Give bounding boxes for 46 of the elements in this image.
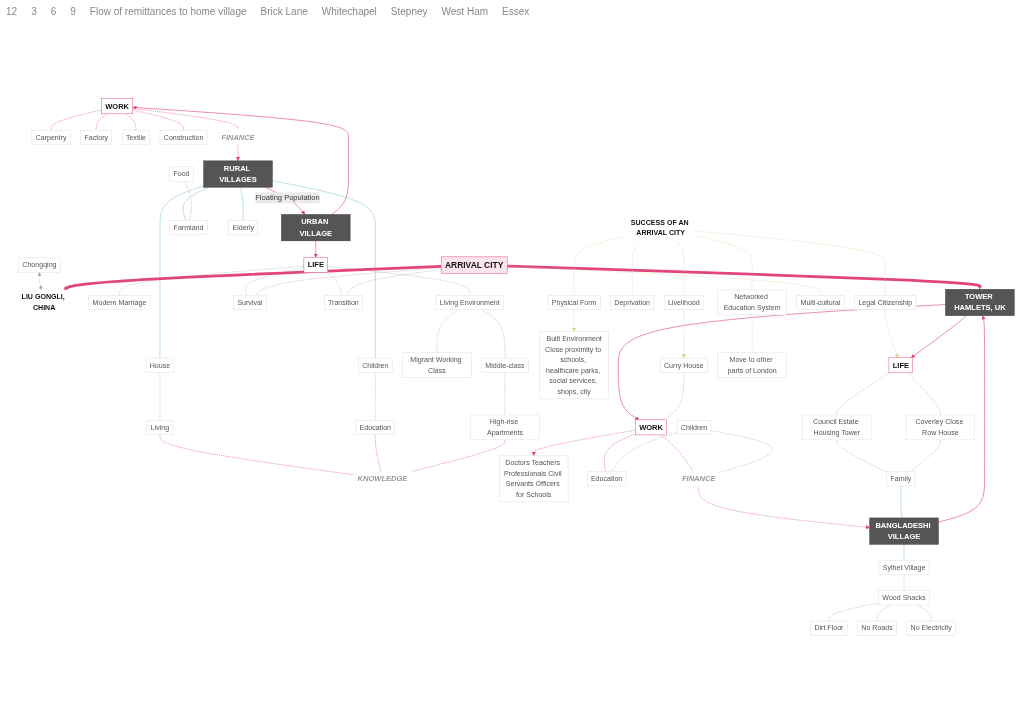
note-label: 9: [70, 6, 76, 17]
note-label: 12: [6, 6, 18, 17]
connector: [255, 267, 442, 296]
connector: [326, 272, 343, 296]
arrow: [37, 272, 43, 291]
connector: [240, 186, 244, 221]
connector: [327, 265, 470, 296]
connector: [694, 230, 886, 296]
connector: [245, 267, 305, 296]
connector: [184, 180, 192, 221]
connector: [828, 602, 879, 622]
connector: [631, 239, 645, 296]
arrow: [507, 264, 982, 290]
connector: [611, 432, 678, 472]
note-label: Essex: [502, 6, 530, 17]
connector: [436, 309, 459, 354]
note-label: 3: [31, 6, 37, 17]
note-label: Brick Lane: [260, 6, 308, 17]
note-label: Flow of remittances to home village: [89, 6, 247, 17]
connector: [159, 434, 355, 476]
connector: [481, 309, 506, 359]
connector: [119, 265, 305, 296]
note-label: Whitechapel: [321, 6, 377, 17]
connector: [900, 485, 903, 519]
connector: [132, 109, 184, 131]
connector: [907, 372, 941, 416]
connector: [694, 235, 753, 291]
connector: [50, 109, 102, 131]
connector: [903, 543, 905, 561]
connector: [604, 433, 636, 472]
note-label: 6: [50, 6, 57, 17]
connector: [674, 239, 685, 296]
connector: [662, 372, 685, 421]
connector: [346, 269, 442, 296]
connector: [506, 266, 821, 296]
node-box: ARRIVAL CITY: [440, 256, 508, 274]
connector: [132, 107, 239, 131]
connector: [909, 439, 941, 472]
arrow: [63, 264, 442, 291]
note-label: Stepney: [390, 6, 428, 17]
connector: [836, 439, 887, 473]
note-label: West Ham: [441, 6, 489, 17]
connector: [573, 235, 627, 296]
connector: [710, 430, 773, 473]
connector: [159, 185, 204, 359]
connector: [272, 180, 376, 359]
